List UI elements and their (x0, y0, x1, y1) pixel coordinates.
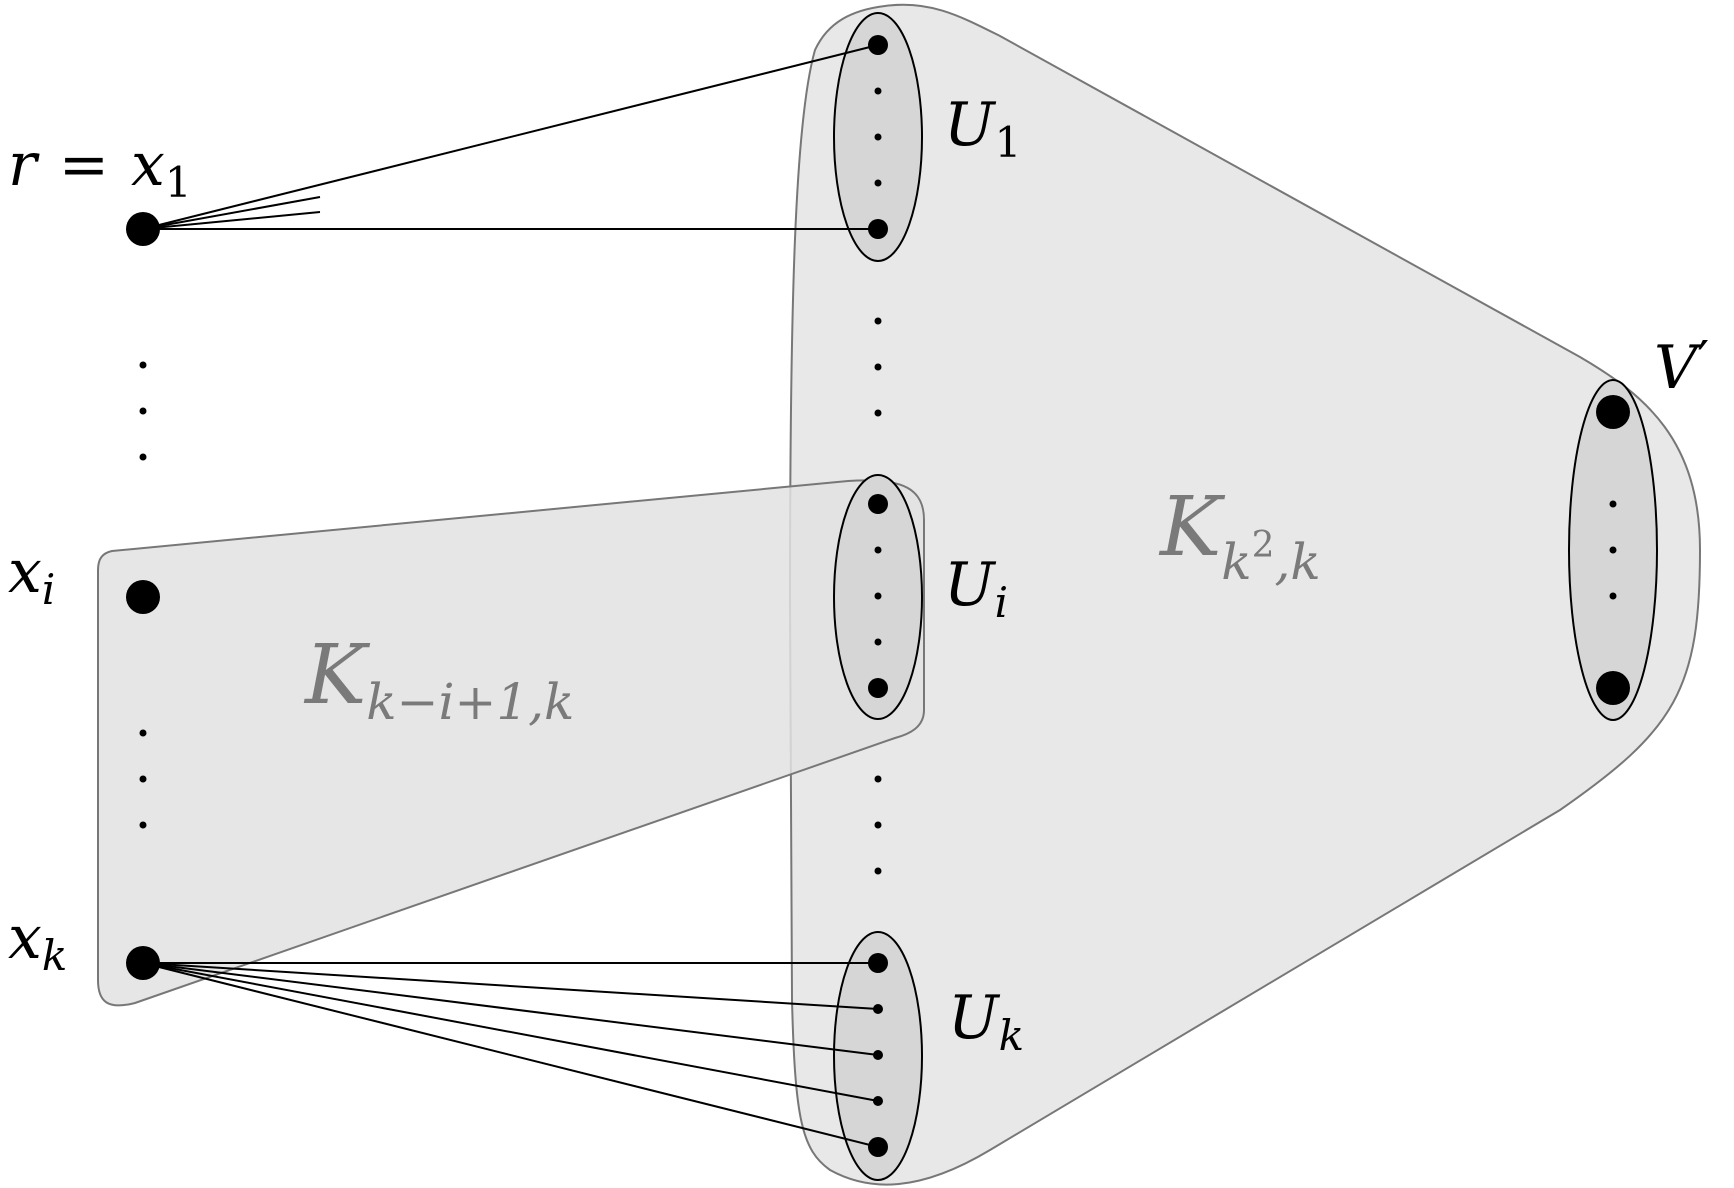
region-k-minus-i-plus-1-k (97, 479, 925, 1007)
vertex-xi (126, 580, 160, 614)
label-uk: Uk (948, 983, 1024, 1060)
label-u1: U1 (944, 90, 1021, 167)
label-xk: xk (8, 903, 67, 980)
ellipsis-left-bottom (139, 729, 147, 829)
uk-vertices (868, 953, 888, 1157)
ellipsis-middle-bottom (874, 775, 882, 875)
ellipsis-middle-top (874, 317, 882, 417)
edges-x1 (142, 44, 879, 230)
label-k-k2-k: Kk2,k (1158, 480, 1321, 591)
ui-vertices (868, 494, 888, 698)
label-xi: xi (8, 537, 55, 614)
vertex-x1 (126, 212, 160, 246)
edges-xk (142, 962, 879, 1148)
label-ui: Ui (944, 550, 1008, 627)
u1-vertices (868, 35, 888, 239)
ellipsis-left-top (139, 361, 147, 461)
label-r-equals-x1: r=x1 (8, 130, 192, 207)
region-k-k2-k (788, 3, 1702, 1186)
v-prime-vertices (1596, 395, 1630, 705)
label-v-prime: V′ (1654, 331, 1709, 403)
vertex-xk (126, 946, 160, 980)
label-k-minus-i-plus-1-k: Kk−i+1,k (303, 628, 574, 731)
